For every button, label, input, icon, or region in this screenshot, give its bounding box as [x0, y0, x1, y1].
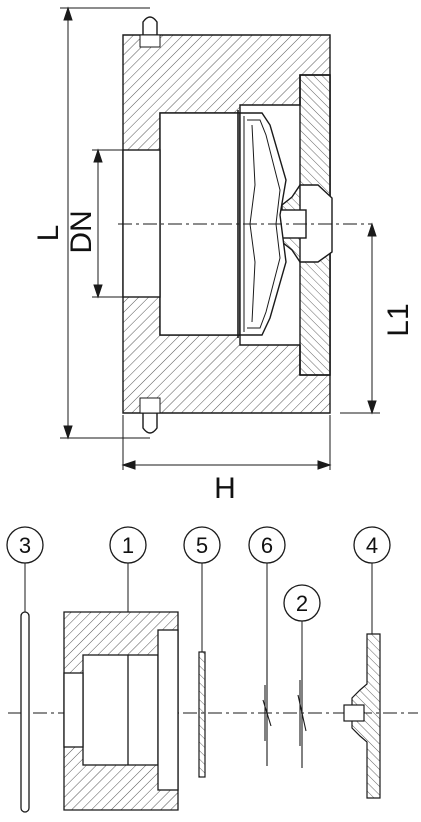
top-locating-pin [142, 16, 158, 36]
callout-circle-1 [109, 526, 147, 564]
part-number-3: 3 [19, 533, 31, 558]
dimension-L [60, 6, 150, 440]
part-number-4: 4 [366, 533, 378, 558]
part-6-spring-plate [262, 660, 272, 766]
dimension-L-label: L [32, 225, 65, 242]
callout-circle-6 [248, 526, 286, 564]
callout-circle-3 [6, 526, 44, 564]
dimension-L1 [340, 222, 380, 415]
part-1-body [63, 611, 179, 811]
part-5-gasket [198, 651, 206, 778]
part-4-seat [343, 633, 381, 799]
callout-leaders [24, 563, 373, 660]
dimension-H-label: H [214, 472, 236, 505]
dimension-H [121, 415, 332, 470]
callout-circle-2 [283, 584, 321, 622]
part-number-6: 6 [261, 533, 273, 558]
outlet-hub [299, 184, 333, 263]
dimension-DN-label: DN [65, 210, 98, 253]
callout-circle-4 [353, 526, 391, 564]
callout-circles [6, 526, 391, 622]
assembly-section-view [122, 16, 333, 434]
part-number-2: 2 [296, 591, 308, 616]
part-number-5: 5 [196, 533, 208, 558]
dimension-L1-label: L1 [382, 303, 415, 336]
part-number-1: 1 [122, 533, 134, 558]
inlet-port [122, 149, 161, 298]
part-3-o-ring [20, 611, 30, 813]
dimension-DN [92, 148, 123, 299]
callout-circle-5 [183, 526, 221, 564]
bottom-locating-pin [142, 412, 158, 434]
part-2-disc [297, 660, 307, 768]
